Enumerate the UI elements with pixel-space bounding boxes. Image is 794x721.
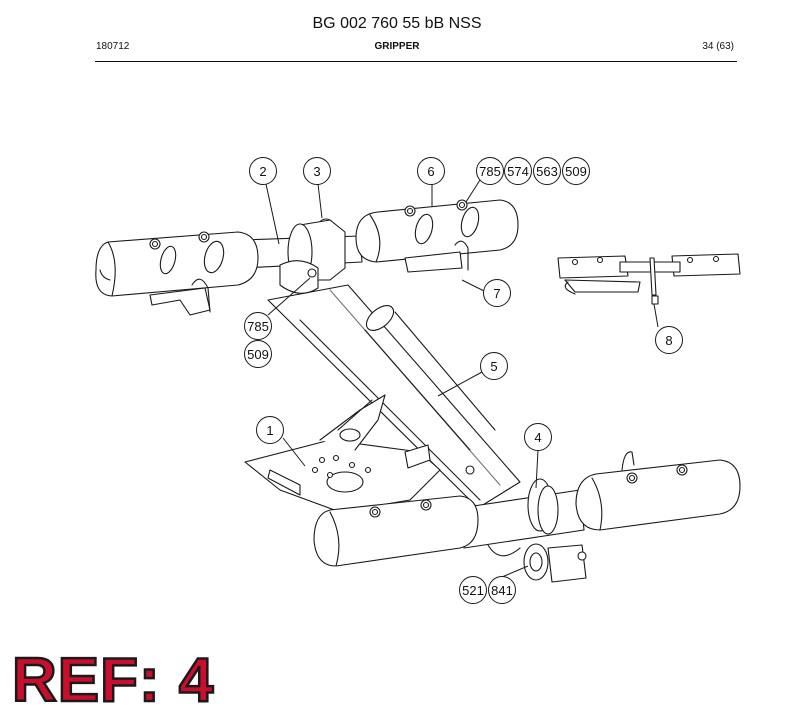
diagonal-beam (267, 284, 521, 509)
callout-bubbles: 2 3 6 785 574 563 509 7 785 509 8 5 1 4 … (244, 157, 683, 604)
callout-3: 3 (303, 157, 331, 185)
callout-6: 6 (417, 157, 445, 185)
svg-text:4: 4 (534, 430, 541, 445)
header-rule (95, 61, 737, 62)
upper-flange (279, 219, 346, 294)
callout-509-left: 509 (244, 340, 272, 368)
svg-text:509: 509 (247, 347, 269, 362)
svg-text:521: 521 (462, 583, 484, 598)
callout-1: 1 (256, 416, 284, 444)
callout-785-left: 785 (244, 312, 272, 340)
upper-left-cylinder (95, 231, 259, 316)
svg-text:7: 7 (493, 286, 500, 301)
callout-5: 5 (480, 352, 508, 380)
lower-bearing (465, 465, 587, 583)
svg-text:1: 1 (266, 423, 273, 438)
svg-text:6: 6 (427, 164, 434, 179)
svg-text:574: 574 (507, 164, 529, 179)
svg-text:509: 509 (565, 164, 587, 179)
callout-2: 2 (249, 157, 277, 185)
callout-563: 563 (533, 157, 561, 185)
mounting-bracket (244, 394, 441, 513)
svg-text:2: 2 (259, 164, 266, 179)
section-title: GRIPPER (374, 41, 420, 52)
callout-574: 574 (504, 157, 532, 185)
svg-text:563: 563 (536, 164, 558, 179)
page-number: 34 (63) (702, 41, 734, 52)
leader-lines (265, 179, 659, 578)
lower-bar (459, 478, 585, 557)
callout-785-top: 785 (476, 157, 504, 185)
lower-left-cylinder (313, 495, 479, 567)
svg-text:785: 785 (479, 164, 501, 179)
callout-521: 521 (459, 576, 487, 604)
upper-right-cylinder (355, 199, 519, 273)
document-title: BG 002 760 55 bB NSS (312, 15, 482, 32)
svg-text:5: 5 (490, 359, 497, 374)
svg-text:841: 841 (491, 583, 513, 598)
callout-8: 8 (655, 326, 683, 354)
lower-right-cylinder (575, 451, 741, 531)
reference-label: REF: 4 (11, 646, 215, 715)
svg-text:785: 785 (247, 319, 269, 334)
svg-text:3: 3 (313, 164, 320, 179)
svg-text:8: 8 (665, 333, 672, 348)
callout-4: 4 (524, 423, 552, 451)
callout-841: 841 (488, 576, 516, 604)
callout-509-top: 509 (562, 157, 590, 185)
callout-7: 7 (483, 279, 511, 307)
document-code: 180712 (96, 41, 130, 52)
side-detail-view (557, 253, 741, 305)
